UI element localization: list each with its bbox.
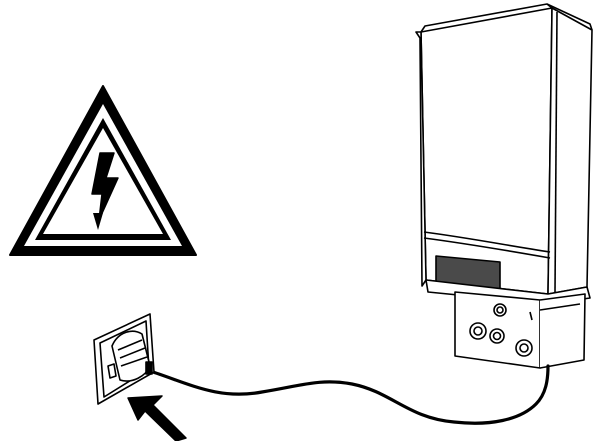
pointer-arrow-icon — [128, 396, 186, 441]
high-voltage-warning-icon — [10, 86, 196, 255]
wall-socket-with-plug-icon — [94, 314, 154, 404]
wall-boiler-icon — [416, 4, 592, 368]
power-cable-icon — [150, 366, 548, 423]
